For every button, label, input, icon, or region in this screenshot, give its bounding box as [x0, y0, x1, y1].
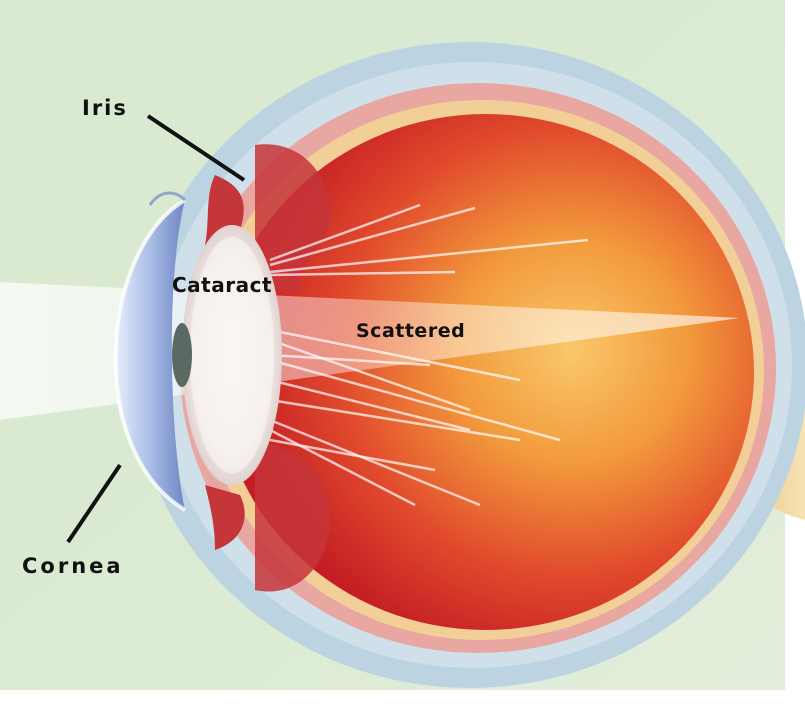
cornea-label: Cornea [22, 554, 124, 578]
scattered-label: Scattered [356, 320, 465, 342]
bottom-margin [0, 690, 805, 707]
iris-label: Iris [82, 96, 128, 120]
cataract-label: Cataract [172, 273, 272, 297]
pupil [172, 323, 192, 387]
